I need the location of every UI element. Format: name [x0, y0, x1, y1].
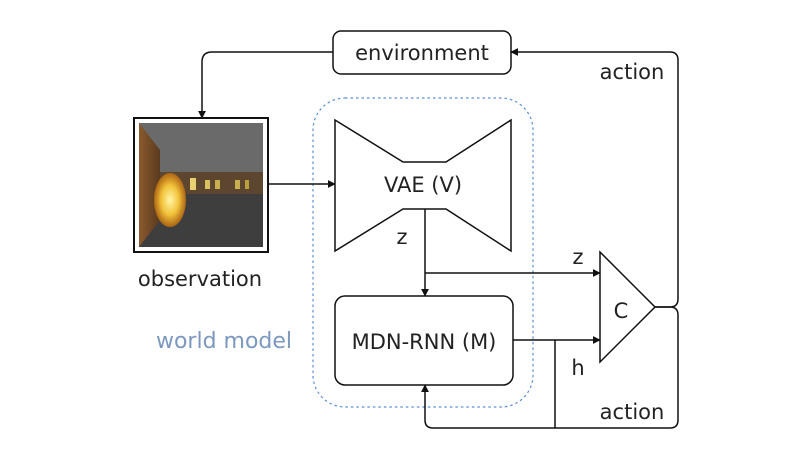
- observation-image: [133, 117, 269, 253]
- world-model-region: [312, 97, 534, 408]
- vae-label: VAE (V): [384, 173, 462, 197]
- observation-label: observation: [138, 267, 262, 291]
- action-to-mdn-rnn-arrow: [421, 306, 679, 429]
- action-top-label: action: [600, 60, 665, 84]
- environment-to-observation-arrow: [198, 51, 333, 119]
- action-to-environment-arrow: [510, 48, 679, 308]
- mdn-rnn-label: MDN-RNN (M): [352, 330, 497, 354]
- controller-z-label: z: [572, 245, 583, 269]
- vae-z-label: z: [396, 225, 407, 249]
- controller-h-label: h: [571, 356, 584, 380]
- controller-shape: [599, 250, 657, 364]
- action-bottom-label: action: [600, 400, 665, 424]
- vae-shape: [334, 118, 512, 253]
- world-model-label: world model: [156, 329, 292, 354]
- controller-label: C: [614, 299, 629, 323]
- environment-label: environment: [355, 41, 489, 65]
